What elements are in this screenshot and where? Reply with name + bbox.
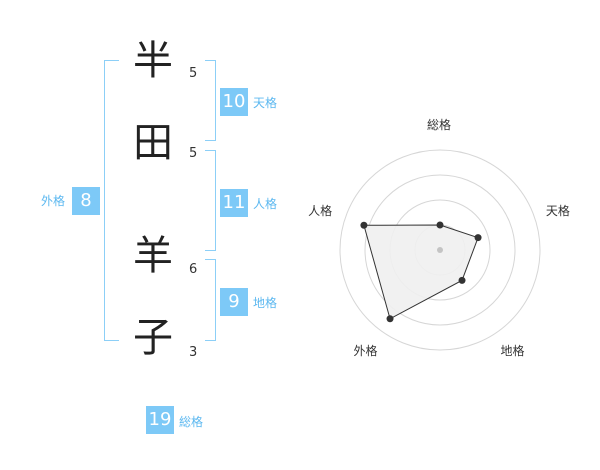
jinkaku-label: 人格 xyxy=(253,197,278,211)
radar-point-5 xyxy=(360,221,368,229)
radar-axis-label-4: 外格 xyxy=(353,344,378,359)
radar-center xyxy=(437,247,443,253)
tenkaku-label: 天格 xyxy=(253,96,278,110)
jinkaku-badge: 11 xyxy=(220,189,248,217)
jinkaku-bracket xyxy=(205,150,216,251)
radar-axis-label-2: 天格 xyxy=(545,204,570,219)
gaikaku-label: 外格 xyxy=(41,194,66,208)
radar-point-2 xyxy=(474,234,482,242)
chikaku-badge: 9 xyxy=(220,288,248,316)
radar-ring xyxy=(339,149,541,351)
radar-point-1 xyxy=(436,221,444,229)
soukaku-badge: 19 xyxy=(146,406,174,434)
stroke-count-1: 5 xyxy=(189,66,198,81)
soukaku-label: 総格 xyxy=(179,415,204,429)
tenkaku-badge: 10 xyxy=(220,88,248,116)
stroke-count-2: 5 xyxy=(189,146,198,161)
radar-axis-label-5: 人格 xyxy=(308,204,333,219)
radar-point-3 xyxy=(458,276,466,284)
chikaku-bracket xyxy=(205,259,216,341)
name-char-1: 半 xyxy=(133,38,173,84)
tenkaku-bracket xyxy=(205,60,216,141)
name-char-2: 田 xyxy=(133,120,173,166)
radar-axis-label-3: 地格 xyxy=(500,344,525,359)
gaikaku-bracket xyxy=(104,60,119,341)
gaikaku-badge: 8 xyxy=(72,187,100,215)
radar-axis-label-1: 総格 xyxy=(427,118,452,132)
stroke-count-4: 3 xyxy=(189,345,198,360)
chikaku-label: 地格 xyxy=(253,296,278,310)
name-char-4: 子 xyxy=(133,315,173,361)
radar-point-4 xyxy=(386,315,394,323)
radar-area xyxy=(363,224,479,320)
name-char-3: 羊 xyxy=(133,233,173,279)
radar-ring xyxy=(364,174,516,326)
stroke-count-3: 6 xyxy=(189,262,198,277)
